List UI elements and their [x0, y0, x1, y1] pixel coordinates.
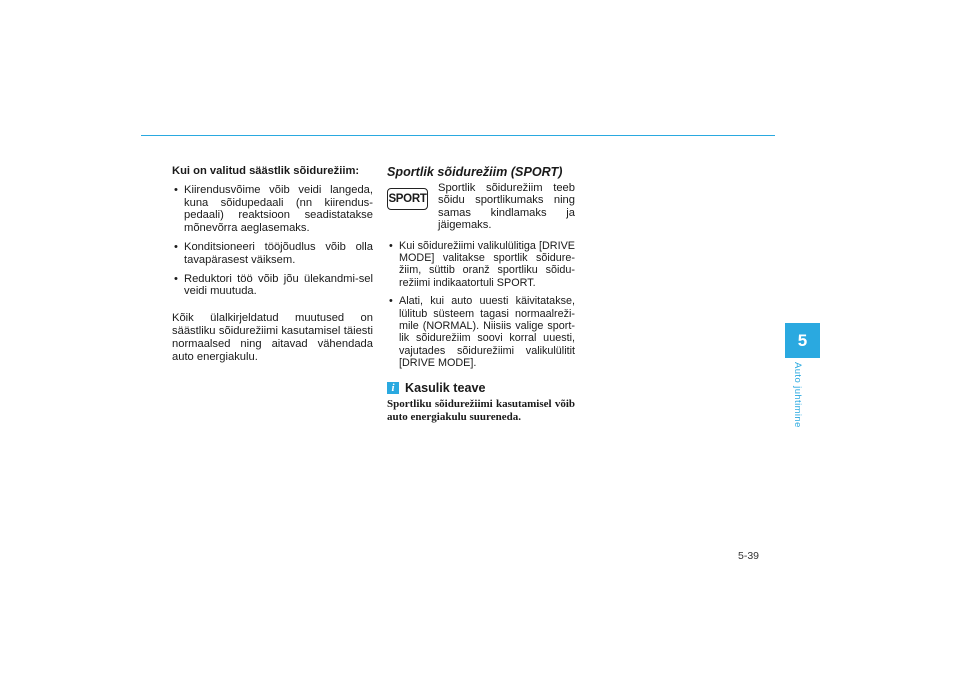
- info-text: Sportliku sõidurežiimi kasutamisel võib …: [387, 398, 575, 423]
- left-column: Kui on valitud säästlik sõidurežiim: Kii…: [172, 165, 373, 363]
- list-item: Kiirendusvõime võib veidi langeda, kuna …: [172, 184, 373, 235]
- info-header: i Kasulik teave: [387, 380, 575, 395]
- chapter-number-tab: 5: [785, 323, 820, 358]
- eco-mode-heading: Kui on valitud säästlik sõidurežiim:: [172, 165, 360, 177]
- page-number: 5-39: [738, 550, 760, 562]
- sport-intro-text: Sportlik sõidurežiim teeb sõidu sportlik…: [438, 182, 575, 232]
- info-title: Kasulik teave: [405, 380, 486, 395]
- chapter-label: Auto juhtimine: [792, 362, 803, 428]
- section-title: Sportlik sõidurežiim (SPORT): [387, 165, 563, 179]
- eco-mode-paragraph: Kõik ülalkirjeldatud muutused on säästli…: [172, 312, 373, 363]
- sport-mode-icon: SPORT: [387, 188, 428, 210]
- list-item: Konditsioneeri tööjõudlus võib olla tava…: [172, 241, 373, 267]
- list-item: Reduktori töö võib jõu ülekandmi-sel vei…: [172, 273, 373, 299]
- header-rule: [141, 135, 775, 136]
- sport-intro: SPORT Sportlik sõidurežiim teeb sõidu sp…: [387, 182, 575, 232]
- list-item: Alati, kui auto uuesti käivitatakse, lül…: [387, 295, 575, 369]
- list-item: Kui sõidurežiimi valikulülitiga [DRIVE M…: [387, 240, 575, 290]
- info-icon: i: [387, 381, 399, 394]
- right-column: Sportlik sõidurežiim (SPORT) SPORT Sport…: [387, 165, 575, 423]
